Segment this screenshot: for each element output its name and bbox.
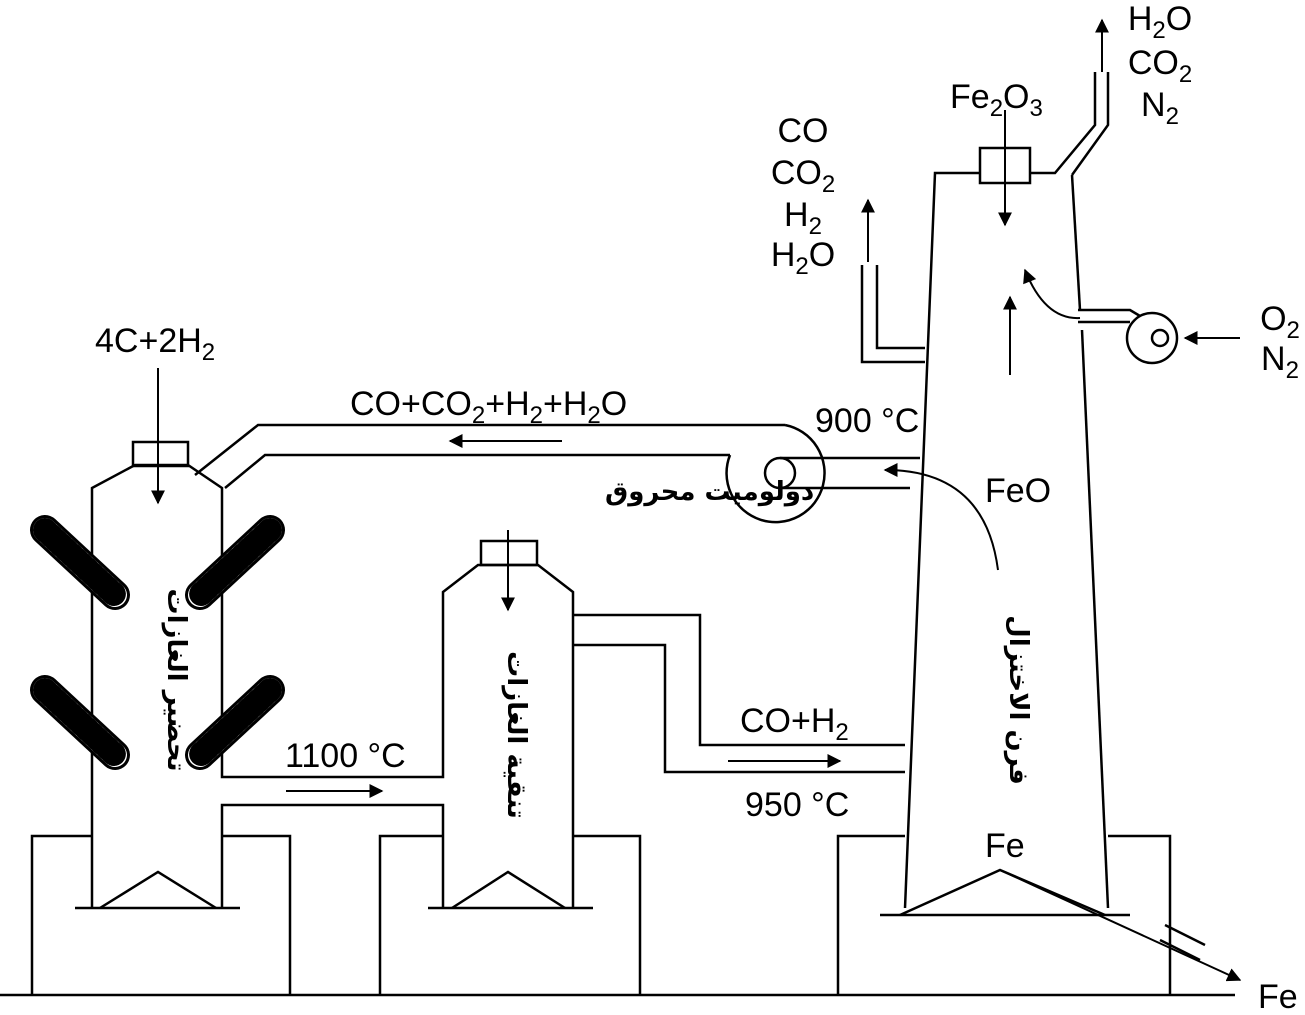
side-gas-h2o: H2​O bbox=[771, 236, 835, 280]
gas-purification-label: تنقية الغازات bbox=[501, 651, 531, 819]
reduction-furnace bbox=[836, 18, 1242, 995]
top-gas-co2: CO2​ bbox=[1128, 44, 1192, 88]
side-gas-h2: H2​ bbox=[784, 196, 822, 240]
side-gas-co: CO bbox=[778, 112, 829, 150]
dolomite-label: دولوميت محروق bbox=[605, 477, 814, 507]
recycle-gas-duct bbox=[194, 423, 920, 524]
burner-lower-right bbox=[185, 675, 285, 770]
burner-lower-left bbox=[30, 675, 130, 770]
reducing-gas-label: CO+H2​ bbox=[740, 702, 849, 746]
feo-label: FeO bbox=[985, 472, 1051, 510]
burner-upper-left bbox=[30, 515, 130, 610]
temp-950-label: 950 °C bbox=[745, 786, 849, 824]
air-o2: O2​ bbox=[1260, 300, 1300, 344]
burner-upper-right bbox=[185, 515, 285, 610]
gas-purification-unit bbox=[378, 530, 905, 995]
reduction-furnace-label: فرن الاختزال bbox=[1003, 615, 1033, 785]
fe-furnace-label: Fe bbox=[985, 827, 1025, 865]
air-n2: N2​ bbox=[1261, 340, 1299, 384]
ore-feed-label: Fe2​O3​ bbox=[950, 78, 1043, 122]
gas-preparation-label: تحضير الغازات bbox=[161, 588, 191, 771]
fe-product-label: Fe bbox=[1258, 978, 1298, 1015]
temp-900-label: 900 °C bbox=[815, 402, 919, 440]
temp-1100-label: 1100 °C bbox=[285, 737, 406, 775]
top-gas-h2o: H2​O bbox=[1128, 0, 1192, 44]
side-gas-co2: CO2​ bbox=[771, 154, 835, 198]
coal-feed-label: 4C+2H2​ bbox=[95, 322, 215, 366]
gas-preparation-unit bbox=[30, 368, 575, 995]
top-gas-n2: N2​ bbox=[1141, 86, 1179, 130]
recycle-gas-label: CO+CO2​+H2​+H2​O bbox=[350, 385, 627, 429]
